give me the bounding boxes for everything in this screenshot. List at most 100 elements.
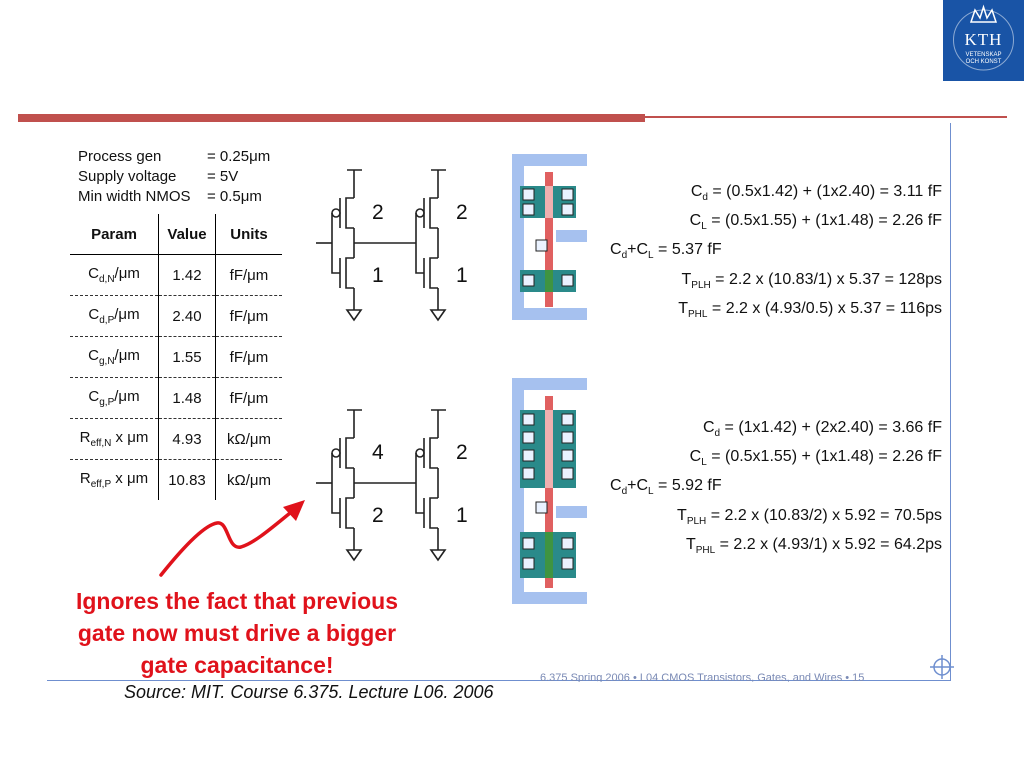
inverter-2-vdd-rail [431,169,446,198]
info-row: Supply voltage= 5V [78,167,270,187]
slide-footer: 6.375 Spring 2006 • L04 CMOS Transistors… [540,672,865,682]
logo-text: KTH [964,30,1003,49]
info-key: Min width NMOS [78,188,191,205]
equation-line: Cd = (1x1.42) + (2x2.40) = 3.66 fF [702,419,942,440]
value-cell: 10.83 [158,459,216,500]
units-cell: fF/μm [229,266,269,284]
annotation-line-1: Ignores the fact that previous [75,588,399,614]
annotation-line-2: gate now must drive a bigger [77,620,397,646]
param-cell: Cg,N/μm [70,336,159,378]
table-row: Reff,N x μm 4.93 kΩ/μm [70,418,282,460]
equation-line: Cd+CL = 5.37 fF [610,241,722,262]
param-table: Param Value Units Cd,N/μm 1.42 fF/μm Cd,… [70,214,282,500]
header-rule [18,114,645,122]
inverter-2-ground-symbol [429,549,447,562]
size-label-n2: 1 [456,504,468,527]
equation-line: Cd = (0.5x1.42) + (1x2.40) = 3.11 fF [690,183,942,204]
inverter-1-ground-symbol [345,549,363,562]
inverter-1-pmos-channel [345,197,354,229]
inverter-2-gate-wire [415,453,424,514]
units-cell: fF/μm [215,336,282,378]
kth-logo: KTH VETENSKAP OCH KONST [943,0,1024,81]
inverter-2-pmos-channel [429,197,438,229]
info-row: Min width NMOS = 0.5μm [78,187,270,207]
size-label-n2: 1 [456,264,468,287]
logo-sub2: OCH KONST [965,59,1002,65]
layout-diagram-bottom [512,378,587,604]
units-cell: fF/μm [215,295,282,337]
equation-line: TPHL = 2.2 x (4.93/1) x 5.92 = 64.2ps [685,535,942,556]
param-cell: Cg,P/μm [70,377,159,419]
inverter-chain-bottom [316,409,447,562]
col-header: Units [215,214,282,255]
value-cell: 1.55 [158,336,216,378]
table-row: Cg,P/μm 1.48 fF/μm [70,377,282,419]
inverter-chain-top [316,169,447,322]
size-label-p1: 4 [372,441,384,464]
value-cell: 1.42 [158,254,216,296]
inverter-1-nmos-channel [345,257,354,289]
inverter-1-pmos-bubble [331,208,341,218]
param-cell: Cd,N/μm [70,254,159,296]
slide-frame [47,123,951,681]
equation-line: TPHL = 2.2 x (4.93/0.5) x 5.37 = 116ps [678,299,942,320]
equation-line: TPLH = 2.2 x (10.83/1) x 5.37 = 128ps [681,270,943,291]
equation-line: TPLH = 2.2 x (10.83/2) x 5.92 = 70.5ps [677,506,942,527]
inverter-1-pmos-channel [345,437,354,469]
crown-icon [953,4,1014,71]
col-header: Value [158,214,216,255]
param-cell: Reff,N x μm [70,418,159,460]
inverter-2-pmos-channel [429,437,438,469]
layout-diagram-top [512,154,587,320]
size-label-p1: 2 [372,201,384,224]
inverter-1-pmos-bubble [331,448,341,458]
units-cell: fF/μm [215,377,282,419]
equations-bottom: Cd = (1x1.42) + (2x2.40) = 3.66 fF CL = … [560,416,942,562]
table-row: Reff,P x μm 10.83 kΩ/μm [70,459,282,500]
annotation-arrow-icon [159,500,305,577]
info-value: = 5V [207,168,239,185]
equation-line: CL = (0.5x1.55) + (1x1.48) = 2.26 fF [689,212,942,233]
inverter-1-gate-wire [331,453,340,514]
annotation-line-3: gate capacitance! [140,652,334,678]
inverter-2-gate-wire [415,213,424,274]
inverter-2-pmos-bubble [415,208,425,218]
table-row: Cd,N/μm 1.42 fF/μm [70,254,282,296]
units-cell: kΩ/μm [215,459,282,500]
units-cell: kΩ/μm [215,418,282,460]
info-value: = 0.5μm [207,188,262,205]
value-cell: 2.40 [158,295,216,337]
info-key: Process gen [78,148,162,165]
value-cell: 1.48 [158,377,216,419]
process-info: Process gen = 0.25μm Supply voltage= 5V M… [78,147,270,207]
size-label-n1: 1 [372,264,384,287]
inverter-1-gate-wire [331,213,340,274]
info-value: = 0.25μm [207,148,271,165]
inverter-2-nmos-channel [429,257,438,289]
equations-top: Cd = (0.5x1.42) + (1x2.40) = 3.11 fF CL … [560,180,942,326]
param-cell: Cd,P/μm [70,295,159,337]
inverter-1-vdd-rail [347,169,362,198]
inverter-2-vdd-rail [431,409,446,438]
inverter-1-nmos-channel [345,497,354,529]
crosshair-icon [930,655,954,679]
value-cell: 4.93 [158,418,216,460]
info-row: Process gen = 0.25μm [78,147,270,167]
equation-line: CL = (0.5x1.55) + (1x1.48) = 2.26 fF [689,448,942,469]
table-row: Cd,P/μm 2.40 fF/μm [70,295,282,337]
inverter-1-vdd-rail [347,409,362,438]
inverter-2-nmos-channel [429,497,438,529]
size-label-n1: 2 [372,504,384,527]
size-label-p2: 2 [456,441,468,464]
source-citation: Source: MIT. Course 6.375. Lecture L06. … [124,682,494,702]
col-header: Param [70,214,159,255]
inverter-2-ground-symbol [429,309,447,322]
inverter-1-ground-symbol [345,309,363,322]
table-row: Cg,N/μm 1.55 fF/μm [70,336,282,378]
inverter-2-pmos-bubble [415,448,425,458]
table-header: Param Value Units [70,214,282,255]
header-rule-thin [645,116,1007,118]
logo-sub1: VETENSKAP [965,52,1002,58]
size-label-p2: 2 [456,201,468,224]
param-cell: Reff,P x μm [70,459,159,500]
